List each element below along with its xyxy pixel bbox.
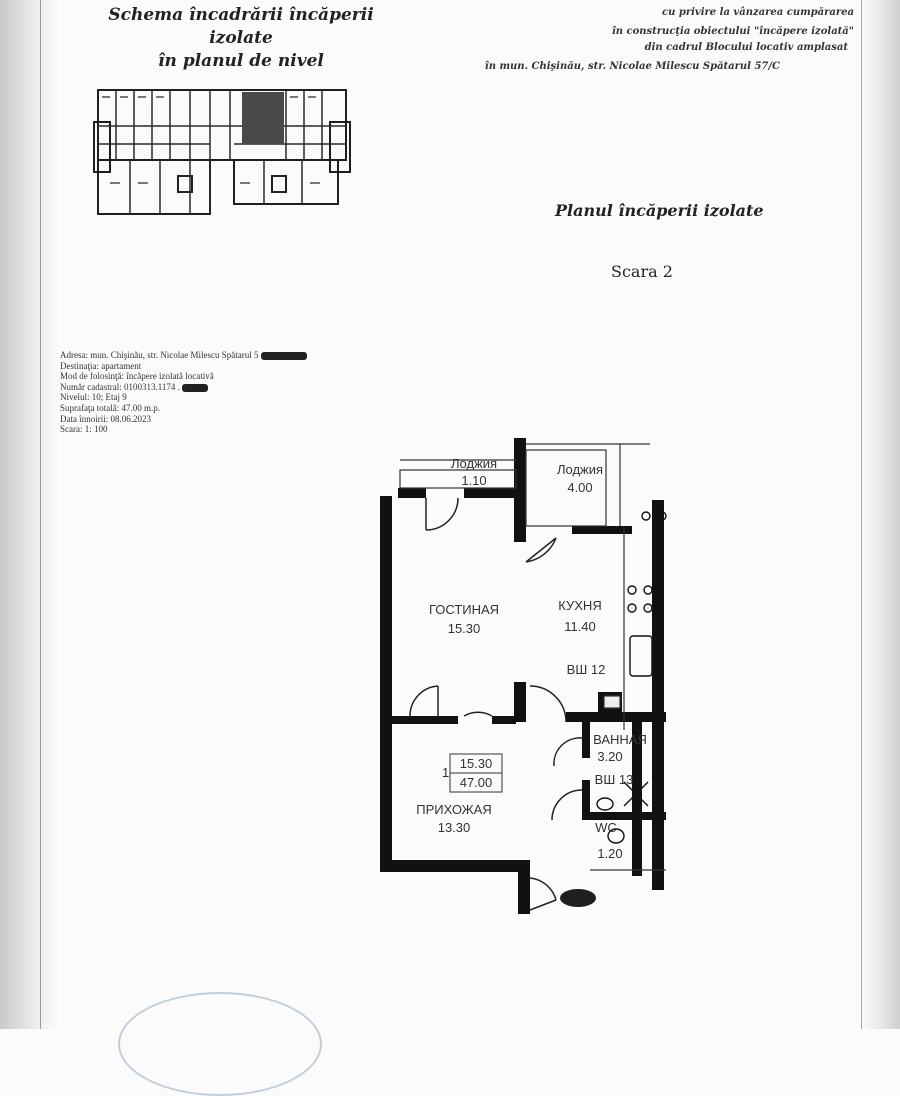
loggia2-name: Лоджия (557, 462, 603, 477)
living-name: ГОСТИНАЯ (429, 602, 499, 617)
page-edge-right (861, 0, 862, 1029)
info-scale: Scara: 1: 100 (60, 424, 108, 435)
info-block: Adresa: mun. Chişinău, str. Nicolae Mile… (60, 350, 307, 435)
redaction-mark (560, 889, 596, 907)
header-right-line4: în mun. Chişinău, str. Nicolae Milescu S… (484, 61, 780, 72)
info-cadastral: Număr cadastral: 0100313.1174 . (60, 381, 180, 392)
apartment-plan: Лоджия 1.10 Лоджия 4.00 ГОСТИНАЯ 15.30 К… (380, 438, 667, 914)
info-destination: Destinaţia: apartament (60, 360, 142, 371)
paper-sheet (0, 0, 900, 1029)
redaction-mark (260, 351, 307, 360)
area-table-bottom: 47.00 (460, 775, 493, 790)
loggia1-area: 1.10 (461, 473, 486, 488)
header-right-line3: din cadrul Blocului locativ amplasat (644, 42, 848, 53)
info-total-area: Suprafaţa totală: 47.00 m.p. (60, 402, 160, 413)
loggia2-area: 4.00 (567, 480, 592, 495)
redaction-mark (182, 383, 209, 392)
kitchen-area: 11.40 (564, 619, 596, 634)
loggia1-name: Лоджия (451, 456, 497, 471)
header-right-line2: în construcţia obiectului "încăpere izol… (611, 26, 854, 37)
living-area: 15.30 (448, 621, 481, 636)
shaft-label-13: ВШ 13 (595, 772, 634, 787)
info-record-date: Data înnoirii: 08.06.2023 (60, 413, 151, 424)
bath-area: 3.20 (597, 749, 622, 764)
area-table-top: 15.30 (460, 756, 493, 771)
area-table: 1 15.30 47.00 (442, 753, 503, 793)
info-usage: Mod de folosinţă: încăpere izolată locat… (60, 371, 214, 382)
stamp-mark (118, 992, 322, 1096)
schema-title: Schema încadrării încăperii izolate în p… (96, 4, 386, 73)
bath-name: ВАННАЯ (593, 732, 647, 747)
stair-label: Scara 2 (611, 262, 673, 281)
walls (380, 438, 666, 914)
info-address-row: Adresa: mun. Chişinău, str. Nicolae Mile… (60, 350, 307, 361)
area-table-index: 1 (442, 765, 449, 780)
plan-title: Planul încăperii izolate (555, 201, 764, 220)
wc-area: 1.20 (597, 846, 622, 861)
level-schema-thumbnail (93, 89, 351, 215)
info-level: Nivelul: 10; Etaj 9 (60, 392, 127, 403)
info-cadastral-row: Număr cadastral: 0100313.1174 . (60, 382, 307, 393)
hall-name: ПРИХОЖАЯ (416, 802, 492, 817)
header-right-line1: cu privire la vânzarea cumpărarea (662, 7, 854, 18)
hall-area: 13.30 (438, 820, 471, 835)
highlighted-unit (242, 92, 284, 144)
kitchen-name: КУХНЯ (558, 598, 601, 613)
info-address: Adresa: mun. Chişinău, str. Nicolae Mile… (60, 350, 259, 360)
schema-title-line2: în planul de nivel (158, 51, 324, 71)
schema-title-line1: Schema încadrării încăperii izolate (108, 5, 374, 48)
room-labels: Лоджия 1.10 Лоджия 4.00 ГОСТИНАЯ 15.30 К… (416, 456, 647, 861)
page-edge-left (40, 0, 41, 1029)
wc-name: WC (595, 820, 617, 835)
shaft-label-12: ВШ 12 (567, 662, 606, 677)
